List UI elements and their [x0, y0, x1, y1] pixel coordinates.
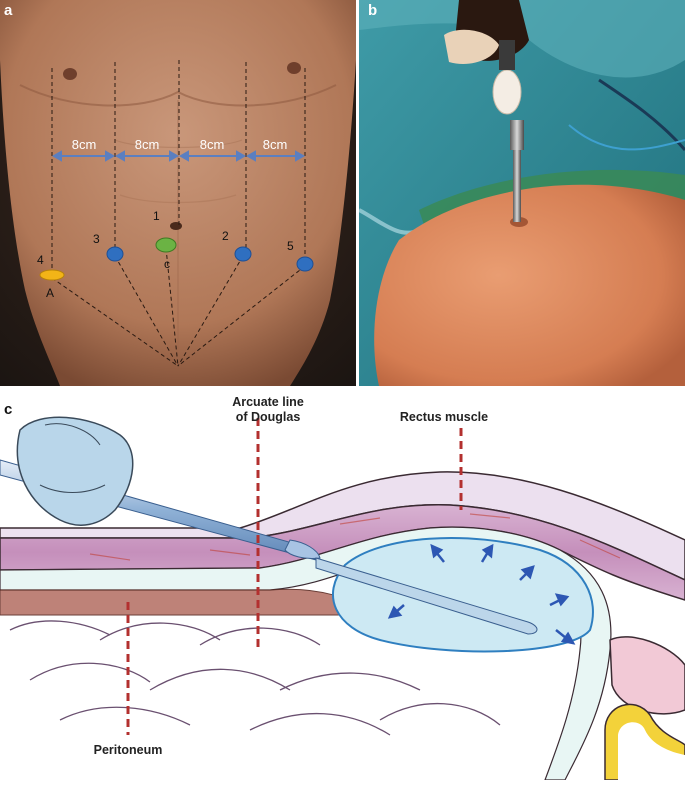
port-2-number: 2 [222, 229, 229, 243]
port-3-number: 3 [93, 232, 100, 246]
spacing-label-2: 8cm [135, 137, 160, 152]
port-3 [106, 246, 124, 262]
pubic-structure [609, 636, 685, 715]
balloon-expansion-arrows [387, 543, 576, 645]
muscle-fibers [89, 513, 621, 561]
peritoneum-layer [0, 588, 381, 616]
dissection-balloon [331, 537, 594, 653]
trocar-hub [510, 120, 524, 150]
label-arcuate-line: Arcuate line [232, 395, 304, 409]
port-1-letter: c [164, 257, 170, 271]
port-1-number: 1 [153, 209, 160, 223]
panel-a-abdomen-port-layout: 8cm 8cm 8cm 8cm 1 c 2 3 4 A 5 a [0, 0, 356, 386]
nipple-right [287, 62, 301, 74]
valve-head [499, 40, 515, 70]
trocar-shaft [513, 150, 521, 222]
insufflation-bulb [492, 69, 522, 115]
port-4-assistant [39, 269, 65, 281]
navel [170, 222, 182, 230]
panel-c-letter: c [4, 401, 12, 418]
trocar-tip [284, 539, 321, 559]
glove [444, 29, 499, 65]
panel-b-letter: b [368, 2, 377, 19]
panel-b-balloon-trocar-photo: b [358, 0, 685, 386]
spacing-label-3: 8cm [200, 137, 225, 152]
port-4-letter: A [46, 286, 54, 300]
label-peritoneum: Peritoneum [94, 743, 163, 757]
balloon-cannula [315, 557, 538, 635]
panel-a-letter: a [4, 2, 13, 19]
port-5 [296, 256, 314, 272]
port-2 [234, 246, 252, 262]
port-5-number: 5 [287, 239, 294, 253]
diagonal-guides [51, 247, 306, 367]
preperitoneal-dissection-diagram: Arcuate line of Douglas Rectus muscle Pe… [0, 395, 685, 781]
surgical-photo: b [358, 0, 685, 386]
label-of-douglas: of Douglas [236, 410, 301, 424]
label-rectus-muscle: Rectus muscle [400, 410, 488, 424]
torso-skin [0, 0, 356, 386]
port-4-number: 4 [37, 253, 44, 267]
abdomen-diagram: 8cm 8cm 8cm 8cm 1 c 2 3 4 A 5 a [0, 0, 356, 386]
spacing-arrows [51, 150, 306, 162]
spacing-label-4: 8cm [263, 137, 288, 152]
panel-c-cross-section-diagram: Arcuate line of Douglas Rectus muscle Pe… [0, 390, 685, 781]
port-1-camera [155, 237, 177, 253]
marker-lines [126, 418, 463, 735]
nipple-left [63, 68, 77, 80]
abdomen [374, 184, 685, 386]
trocar-handle [16, 416, 134, 526]
bowel-loops [9, 620, 501, 736]
spacing-label-1: 8cm [72, 137, 97, 152]
